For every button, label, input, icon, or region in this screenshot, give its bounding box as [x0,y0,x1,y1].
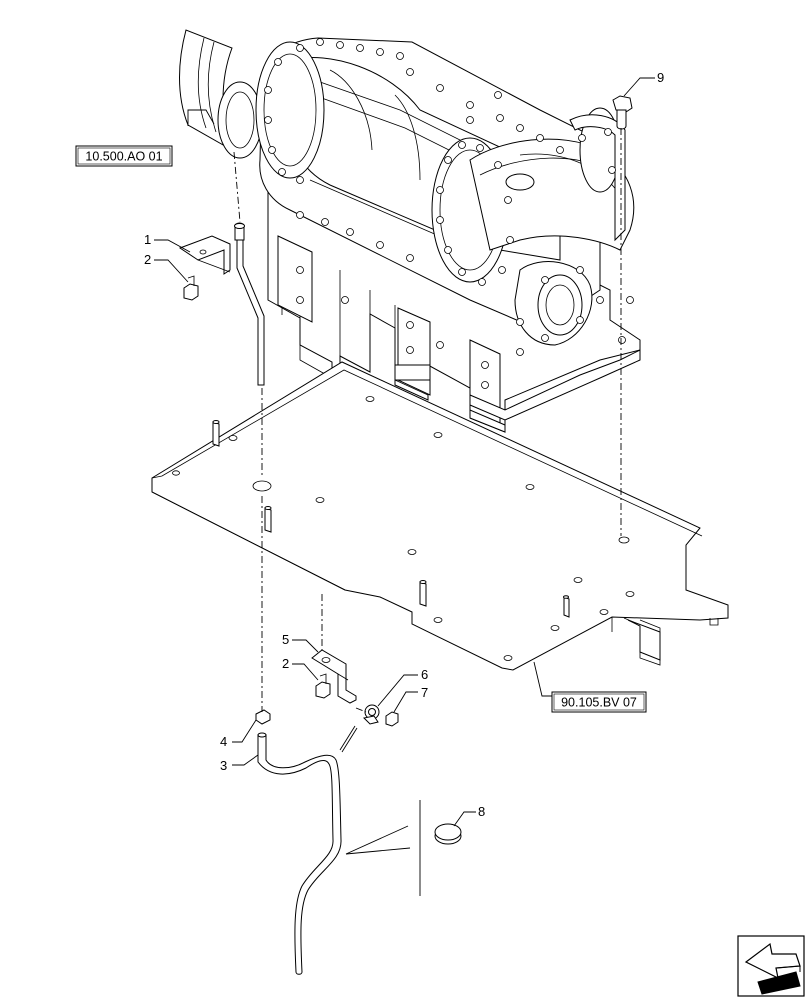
mounting-plate [151,361,729,671]
section-indicator-lines [339,725,421,896]
part-6-clamp [362,704,380,725]
callout-3: 3 [220,758,227,773]
previous-page-arrow-icon[interactable] [737,935,805,997]
part-8-clip [434,823,462,845]
callout-2-upper: 2 [144,252,151,267]
reference-label-plate: 90.105.BV 07 [561,696,637,710]
part-4-clamp [255,709,271,725]
callout-numbers: 1 2 9 5 2 6 7 4 3 8 [144,70,664,819]
reference-box-plate[interactable]: 90.105.BV 07 [551,691,647,713]
assembly-centerlines [233,128,622,713]
callout-9: 9 [657,70,664,85]
callout-7: 7 [421,685,428,700]
part-7-screw [385,711,399,727]
part-5-bracket [311,649,357,704]
exhaust-aftertreatment-assembly [179,29,641,433]
part-2-nut-upper [183,275,199,301]
part-1-bracket [178,235,231,275]
leader-lines [154,77,655,827]
callout-4: 4 [220,734,227,749]
reference-label-exhaust: 10.500.AO 01 [85,150,162,164]
callout-2-lower: 2 [282,656,289,671]
part-2-nut-lower [315,673,331,699]
callout-5: 5 [282,632,289,647]
reference-box-exhaust[interactable]: 10.500.AO 01 [75,145,173,167]
upper-breather-tube [234,222,265,386]
flange-bolts [264,38,634,389]
part-9-bolt [612,95,633,130]
part-3-hose [257,732,342,975]
callout-8: 8 [478,804,485,819]
callout-6: 6 [421,667,428,682]
callout-1: 1 [144,232,151,247]
